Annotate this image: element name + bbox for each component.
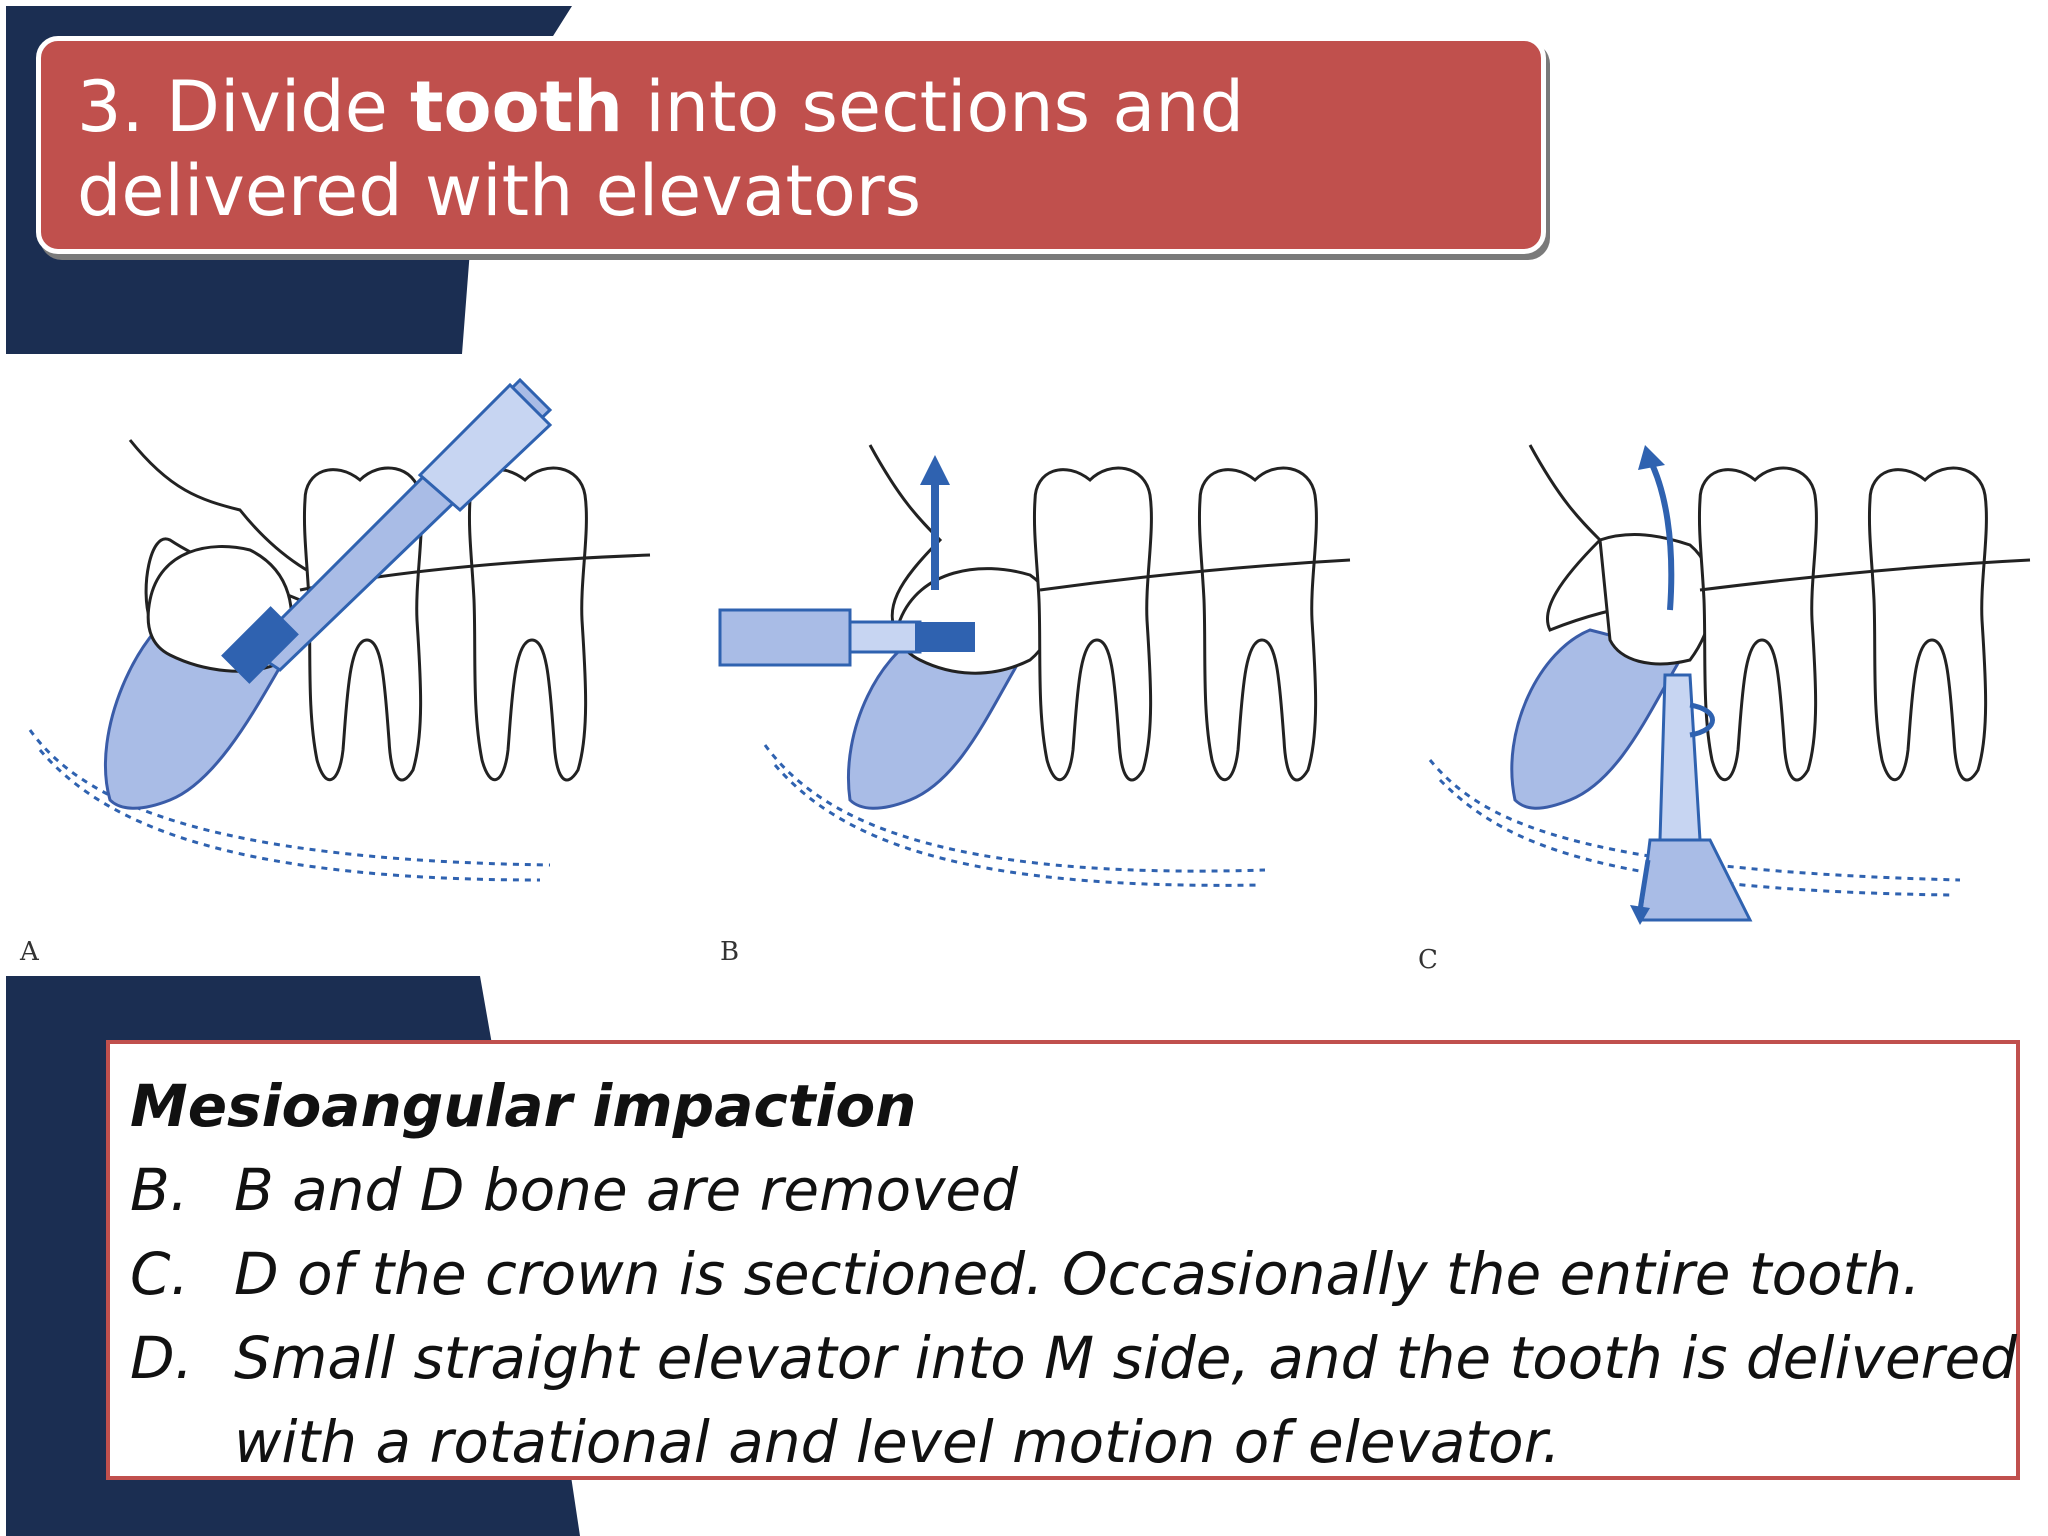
panel-b-label: B — [720, 937, 739, 967]
caption-heading: Mesioangular impaction — [130, 1072, 917, 1140]
caption-item-text: B and D bone are removed — [234, 1156, 1018, 1224]
title-suffix: into sections and — [622, 66, 1245, 148]
caption-box: Mesioangular impaction B. B and D bone a… — [106, 1040, 2020, 1480]
caption-item-label: C. — [130, 1240, 189, 1308]
caption-text: Mesioangular impaction B. B and D bone a… — [130, 1064, 2017, 1484]
caption-item-label: B. — [130, 1156, 189, 1224]
panel-a-label: A — [19, 937, 40, 967]
caption-item-d: D. Small straight elevator into M side, … — [130, 1316, 2017, 1484]
panel-a-drawing — [28, 377, 651, 882]
caption-item-text-continued: with a rotational and level motion of el… — [234, 1408, 1561, 1476]
caption-item-b: B. B and D bone are removed — [130, 1148, 2017, 1232]
panel-c-drawing — [1428, 444, 2031, 925]
caption-item-c: C. D of the crown is sectioned. Occasion… — [130, 1232, 2017, 1316]
title-line-2: delivered with elevators — [77, 150, 922, 232]
caption-item-label: D. — [130, 1324, 194, 1392]
caption-item-text: Small straight elevator into M side, and… — [234, 1324, 2017, 1392]
panel-c-label: C — [1418, 945, 1438, 970]
title-prefix: 3. Divide — [77, 66, 411, 148]
caption-item-text: D of the crown is sectioned. Occasionall… — [234, 1240, 1921, 1308]
title-bold-word: tooth — [410, 66, 623, 148]
tooth-sectioning-illustration: A B C — [19, 377, 2031, 970]
title-banner: 3. Divide tooth into sections and delive… — [36, 36, 1546, 254]
slide-title: 3. Divide tooth into sections and delive… — [77, 65, 1244, 233]
panel-b-drawing — [718, 444, 1351, 887]
